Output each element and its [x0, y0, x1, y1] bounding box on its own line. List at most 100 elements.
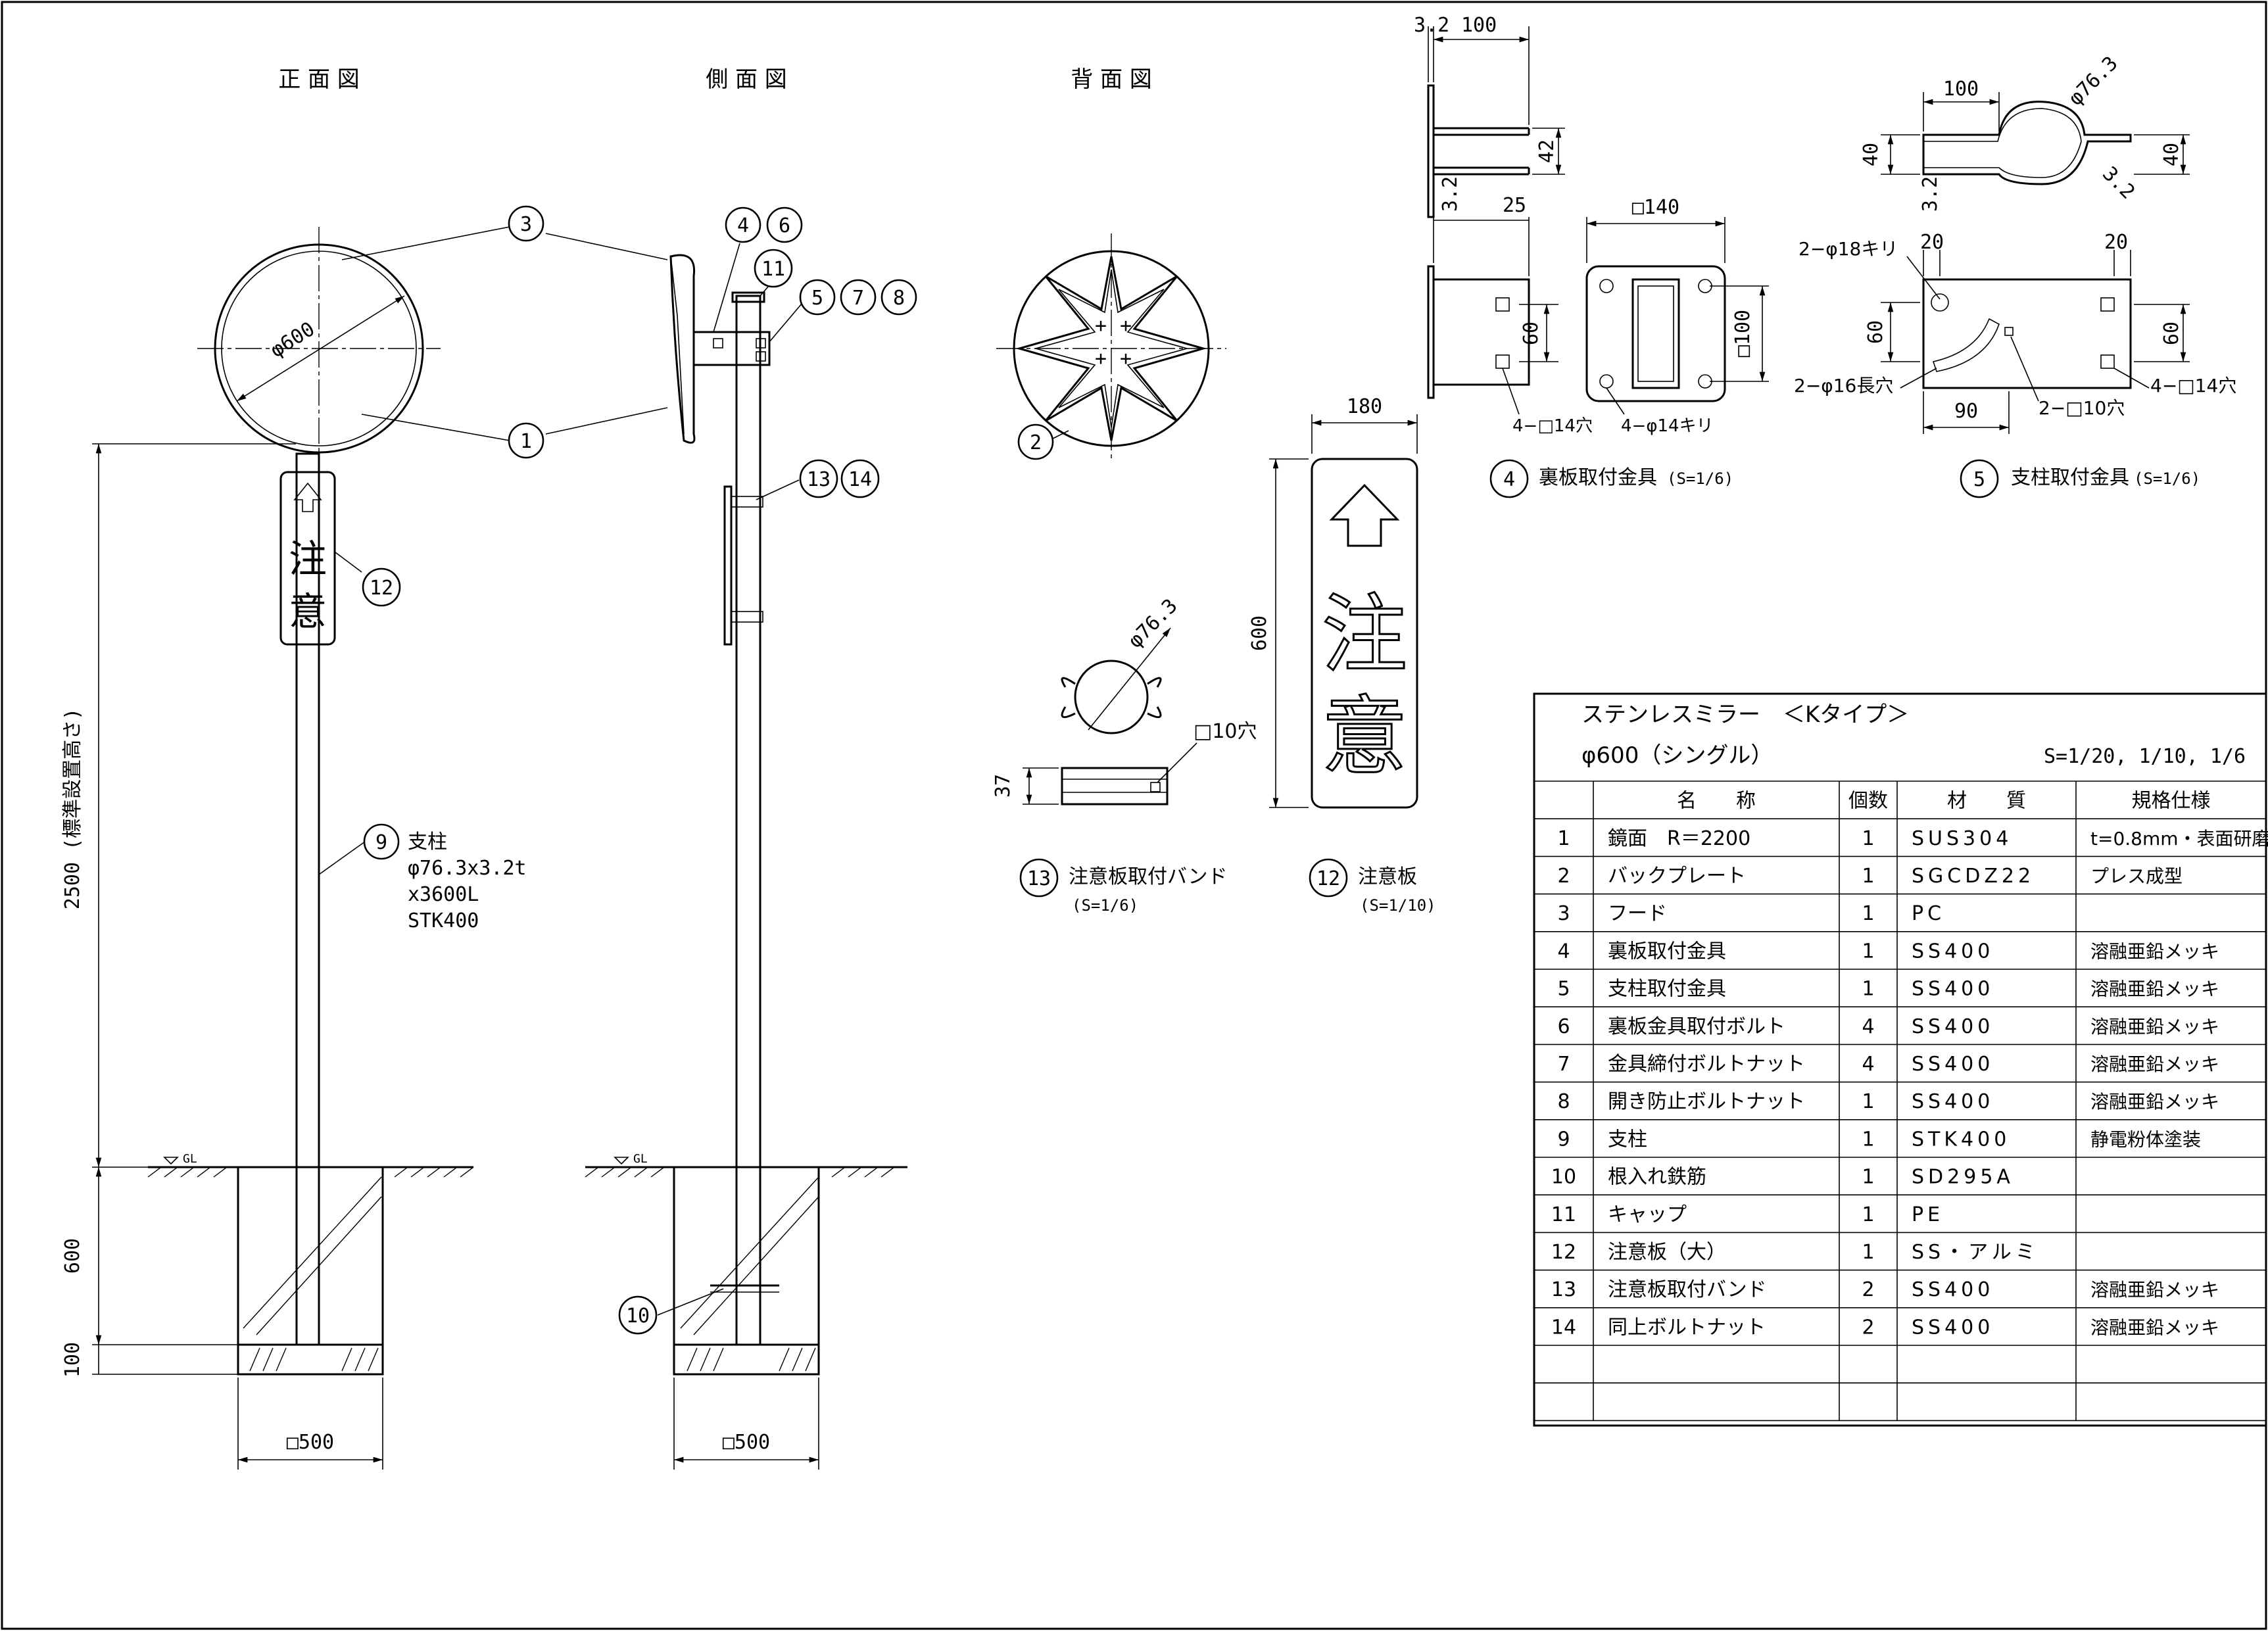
pole-note-line4: STK400	[408, 909, 479, 932]
table-cell: 7	[1557, 1053, 1570, 1076]
sign-caption: 12	[1309, 858, 1348, 898]
table-title: ステンレスミラー ＜Kタイプ＞	[1581, 702, 1909, 728]
table-cell: 溶融亜鉛メッキ	[2090, 1279, 2219, 1301]
front-sign-board	[279, 471, 336, 646]
f4-length-dim: 100	[1461, 14, 1497, 37]
band-caption: 13	[1019, 858, 1059, 898]
parts-table: ステンレスミラー ＜Kタイプ＞ φ600（シングル） S=1/20, 1/10,…	[1533, 692, 2268, 1427]
table-subtitle: φ600（シングル）	[1581, 742, 1773, 769]
band-diameter: φ76.3	[1124, 594, 1182, 653]
f5-diameter-dim: φ76.3	[2064, 52, 2123, 110]
sign-caption-title: 注意板	[1358, 865, 1417, 888]
svg-text:7: 7	[852, 287, 864, 310]
sign-arrow-icon	[1329, 483, 1400, 547]
back-view-title: 背 面 図	[1071, 66, 1152, 93]
pole-note-line3: x3600L	[408, 883, 479, 906]
front-sign-arrow-icon	[293, 482, 322, 512]
front-height-dim: 2500 (標準設置高さ)	[61, 708, 84, 909]
table-cell: 1	[1862, 902, 1874, 925]
table-cell: 1	[1862, 865, 1874, 888]
table-cell: 2	[1862, 1316, 1874, 1339]
f5-40b-dim: 40	[2160, 143, 2183, 166]
f5-60a-dim: 60	[1864, 320, 1887, 344]
table-cell: フード	[1608, 902, 1667, 925]
table-cell: 2	[1557, 865, 1570, 888]
table-cell: 9	[1557, 1128, 1570, 1151]
f5-14-label: 4−□14穴	[2150, 375, 2236, 396]
f5-32b-dim: 3.2	[2098, 162, 2139, 204]
table-cell: STK400	[1912, 1128, 2010, 1151]
side-sign-plate	[723, 485, 733, 646]
side-pole	[735, 295, 761, 1346]
table-cell: PE	[1912, 1203, 1944, 1226]
table-cell: 溶融亜鉛メッキ	[2090, 940, 2219, 962]
f5-caption: 5	[1960, 459, 1999, 498]
table-cell: 6	[1557, 1015, 1570, 1038]
table-cell: 4	[1557, 940, 1570, 963]
f5-18-label: 2−φ18キリ	[1798, 238, 1898, 260]
callout-8: 8	[881, 279, 917, 316]
table-cell: 8	[1557, 1090, 1570, 1113]
table-cell: PC	[1912, 902, 1945, 925]
callout-14: 14	[840, 459, 880, 498]
f5-40a-dim: 40	[1860, 143, 1883, 166]
svg-text:5: 5	[1973, 468, 1985, 491]
svg-text:9: 9	[375, 831, 387, 854]
svg-text:10: 10	[626, 1305, 650, 1328]
table-cell: 根入れ鉄筋	[1608, 1166, 1706, 1189]
front-embed-dim: 600	[61, 1238, 84, 1274]
bracket5-detail: 100 φ76.3 40 40 3.2 3.2 20 20 2−φ18キリ 60	[1794, 52, 2236, 498]
table-cell: プレス成型	[2090, 865, 2183, 887]
table-cell: 1	[1862, 978, 1874, 1001]
table-cell: SS・アルミ	[1912, 1241, 2039, 1264]
sign-text1: 注	[1322, 585, 1407, 685]
pole-note-line1: 支柱	[408, 830, 447, 853]
svg-text:6: 6	[779, 214, 790, 237]
table-cell: キャップ	[1608, 1203, 1687, 1226]
side-gl-label: GL	[633, 1152, 648, 1166]
callout-3: 3	[508, 205, 544, 242]
svg-text:12: 12	[370, 577, 393, 600]
front-gl-label: GL	[183, 1152, 197, 1166]
table-cell: SS400	[1912, 1090, 1994, 1113]
table-cell: 注意板取付バンド	[1608, 1278, 1767, 1301]
sign-width-dim: 180	[1347, 395, 1382, 418]
f4-caption-title: 裏板取付金具	[1539, 466, 1657, 489]
table-cell: 裏板取付金具	[1608, 940, 1726, 963]
table-cell: 3	[1557, 902, 1570, 925]
bracket4-detail: 3.2 100 42 3.2 25 60 □140 □100	[1414, 14, 1769, 498]
f5-90-dim: 90	[1954, 400, 1978, 423]
table-cell: 溶融亜鉛メッキ	[2090, 1091, 2219, 1113]
table-cell: 開き防止ボルトナット	[1608, 1090, 1805, 1113]
sign-detail: 注 意 180 600 12 注意板 (S=1/10)	[1248, 395, 1436, 915]
f4-thickness-dim: 3.2	[1414, 14, 1449, 37]
table-cell: 注意板（大）	[1608, 1241, 1726, 1264]
f5-10-label: 2−□10穴	[2039, 397, 2125, 419]
callout-4: 4	[725, 206, 761, 243]
svg-text:14: 14	[848, 468, 872, 491]
table-cell: SS400	[1912, 1015, 1994, 1038]
svg-text:13: 13	[807, 468, 831, 491]
callout-5: 5	[799, 279, 836, 316]
svg-text:1: 1	[520, 430, 532, 453]
svg-text:12: 12	[1316, 867, 1340, 890]
front-sign-text2: 意	[289, 589, 327, 634]
table-header-cell: 材 質	[1947, 790, 2026, 813]
table-cell: 溶融亜鉛メッキ	[2090, 978, 2219, 1000]
callout-1: 1	[508, 422, 544, 459]
side-foundation-dim: □500	[723, 1431, 770, 1454]
svg-text:+: +	[1120, 347, 1132, 370]
callout-13: 13	[799, 459, 838, 498]
front-pole	[295, 452, 320, 1346]
f5-caption-scale: (S=1/6)	[2134, 469, 2200, 488]
band-caption-scale: (S=1/6)	[1072, 896, 1138, 915]
band-ring	[1074, 660, 1149, 734]
table-cell: SS400	[1912, 978, 1994, 1001]
pole-note-line2: φ76.3x3.2t	[408, 857, 527, 880]
svg-text:8: 8	[893, 287, 905, 310]
callout-2: 2	[1017, 423, 1054, 460]
front-base-dim: 100	[61, 1342, 84, 1378]
svg-text:4: 4	[737, 214, 749, 237]
svg-text:5: 5	[811, 287, 823, 310]
